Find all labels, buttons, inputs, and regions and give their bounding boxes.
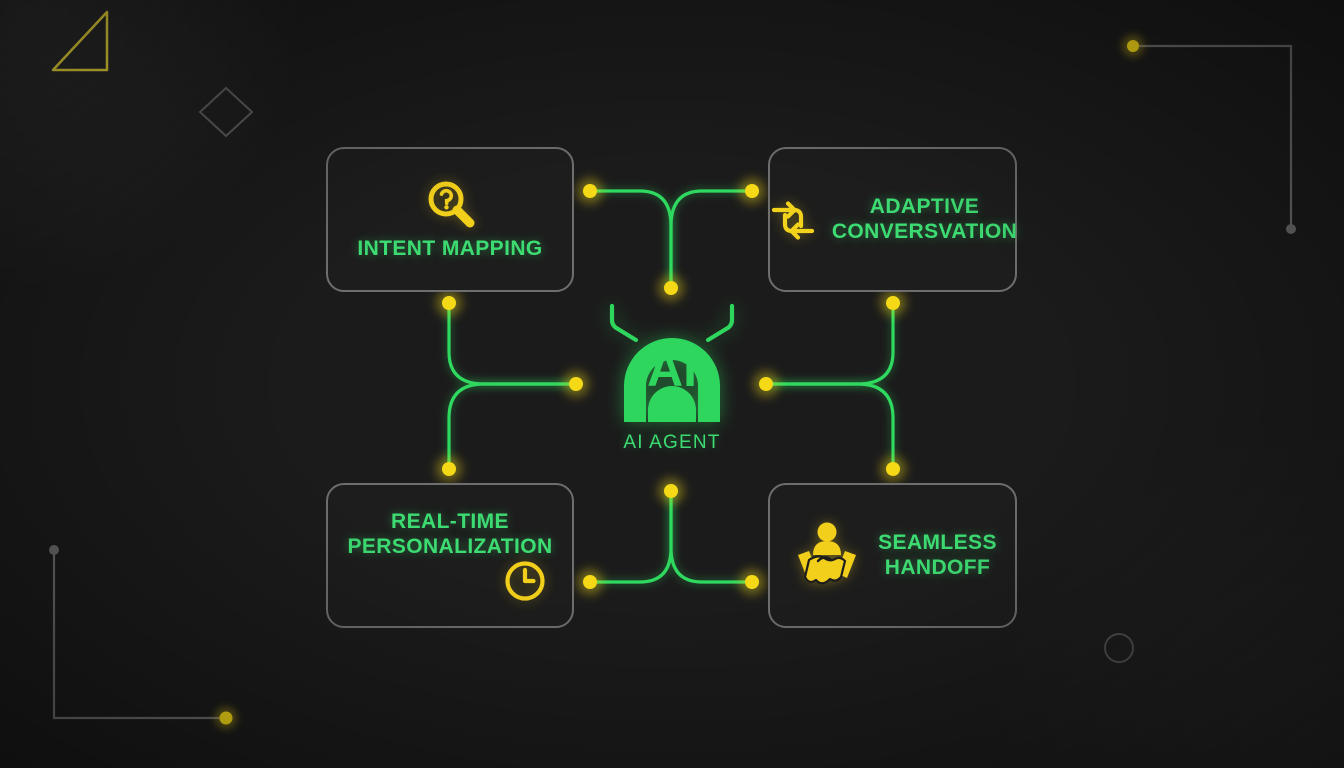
card-seamless-handoff-title: SEAMLESS HANDOFF xyxy=(878,530,997,579)
ai-agent-node[interactable]: AI AI AGENT xyxy=(572,300,772,470)
connector-top xyxy=(586,187,756,290)
exchange-arrows-icon xyxy=(771,200,814,240)
ai-agent-label: AI AGENT xyxy=(623,432,721,453)
clock-icon xyxy=(504,561,545,601)
connector-right xyxy=(764,299,897,472)
robot-ai-text: AI xyxy=(647,341,697,397)
card-adaptive-conversation[interactable]: ADAPTIVE CONVERSVATION xyxy=(768,147,1017,292)
card-intent-mapping[interactable]: INTENT MAPPING xyxy=(326,147,574,292)
magnifier-question-icon xyxy=(428,181,475,228)
card-seamless-handoff[interactable]: SEAMLESS HANDOFF xyxy=(768,483,1017,628)
card-real-time-personalization-title: REAL-TIME PERSONALIZATION xyxy=(347,509,553,558)
card-real-time-personalization[interactable]: REAL-TIME PERSONALIZATION xyxy=(326,483,574,628)
card-intent-mapping-title: INTENT MAPPING xyxy=(357,237,543,261)
connector-left xyxy=(445,299,578,472)
card-adaptive-conversation-title: ADAPTIVE CONVERSVATION xyxy=(831,194,1018,243)
connector-bottom xyxy=(586,488,756,586)
robot-head-icon: AI xyxy=(609,303,735,422)
handshake-icon xyxy=(798,522,857,584)
